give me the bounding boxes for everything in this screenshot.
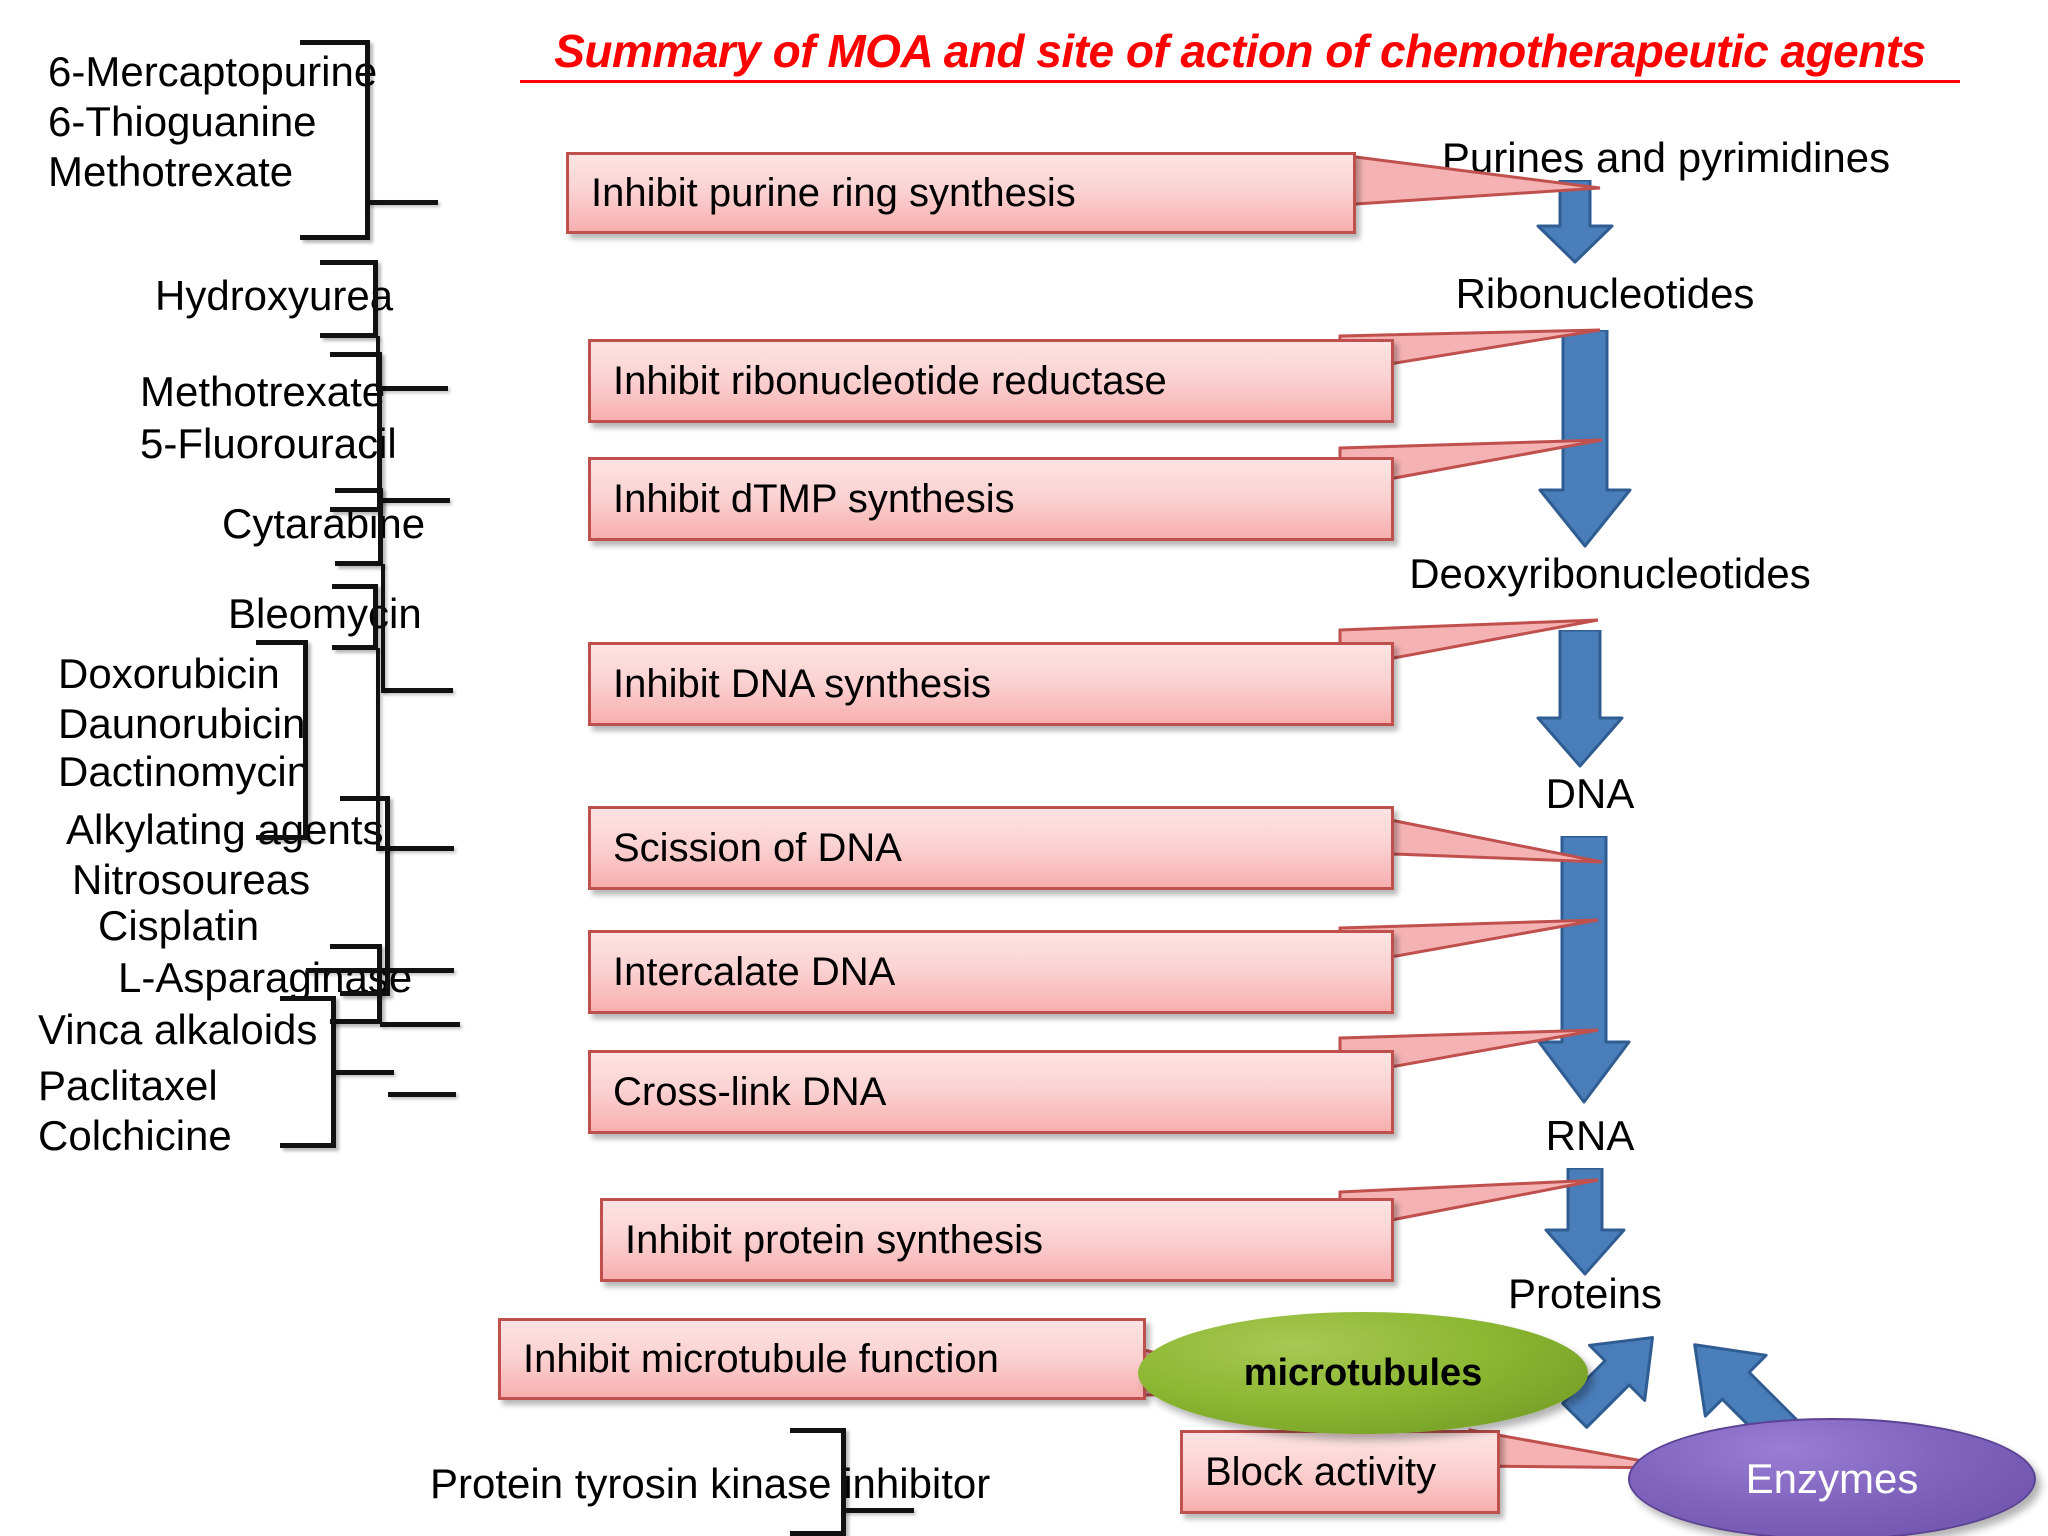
callout-label-cross-link-dna: Cross-link DNA bbox=[613, 1069, 887, 1114]
drug-label-colchicine: Colchicine bbox=[38, 1112, 232, 1159]
drug-label-nitrosoureas: Nitrosoureas bbox=[72, 856, 311, 903]
bracket-antimetabolites-purine bbox=[300, 40, 370, 240]
drug-label-doxorubicin: Doxorubicin bbox=[58, 650, 280, 697]
callout-label-dna-synthesis: Inhibit DNA synthesis bbox=[613, 661, 991, 706]
target-ellipse-microtubules[interactable]: microtubules bbox=[1138, 1312, 1588, 1434]
drug-label-6-thioguanine: 6-Thioguanine bbox=[48, 98, 317, 145]
connector-purine-ring bbox=[368, 200, 438, 205]
drug-label-alkylating-agents: Alkylating agents bbox=[66, 806, 384, 853]
connector-asparaginase bbox=[380, 1022, 460, 1027]
drug-label-dactinomycin: Dactinomycin bbox=[58, 748, 311, 795]
connector-tki bbox=[844, 1508, 914, 1513]
drug-label-methotrexate-2: Methotrexate bbox=[140, 368, 386, 415]
drug-label-paclitaxel: Paclitaxel bbox=[38, 1062, 218, 1109]
drug-label-daunorubicin: Daunorubicin bbox=[58, 700, 306, 747]
bracket-alkylators bbox=[340, 796, 390, 996]
callout-cross-link-dna[interactable]: Cross-link DNA bbox=[588, 1050, 1394, 1134]
callout-dtmp-synthesis[interactable]: Inhibit dTMP synthesis bbox=[588, 457, 1394, 541]
pathway-label-deoxyribonucleotides: Deoxyribonucleotides bbox=[1409, 550, 1811, 597]
bracket-tki bbox=[790, 1428, 846, 1536]
pathway-label-purines-pyrimidines: Purines and pyrimidines bbox=[1441, 134, 1891, 181]
callout-label-scission-dna: Scission of DNA bbox=[613, 825, 902, 870]
target-label-microtubules: microtubules bbox=[1243, 1351, 1483, 1394]
callout-intercalate-dna[interactable]: Intercalate DNA bbox=[588, 930, 1394, 1014]
drug-label-bleomycin: Bleomycin bbox=[228, 590, 422, 637]
arrow-rna-to-proteins bbox=[1544, 1168, 1626, 1276]
drug-label-cisplatin: Cisplatin bbox=[98, 902, 260, 949]
bracket-microtubule-agents bbox=[280, 996, 336, 1148]
drug-label-5-fluorouracil: 5-Fluorouracil bbox=[140, 420, 397, 467]
pathway-label-dna: DNA bbox=[1545, 770, 1635, 817]
drug-label-cytarabine: Cytarabine bbox=[222, 500, 426, 547]
callout-label-purine-ring: Inhibit purine ring synthesis bbox=[591, 170, 1076, 215]
callout-block-activity[interactable]: Block activity bbox=[1180, 1430, 1500, 1514]
drug-label-methotrexate-1: Methotrexate bbox=[48, 148, 294, 195]
callout-scission-dna[interactable]: Scission of DNA bbox=[588, 806, 1394, 890]
target-ellipse-enzymes[interactable]: Enzymes bbox=[1628, 1418, 2036, 1536]
drug-label-vinca-alkaloids: Vinca alkaloids bbox=[38, 1006, 318, 1053]
callout-label-block-activity: Block activity bbox=[1205, 1449, 1437, 1494]
bracket-cytarabine bbox=[335, 488, 383, 566]
drug-label-6-mercaptopurine: 6-Mercaptopurine bbox=[48, 48, 378, 95]
bracket-asparaginase bbox=[330, 944, 382, 1024]
connector-dtmp bbox=[380, 498, 450, 503]
bracket-anthracyclines bbox=[256, 640, 308, 840]
connector-alkylators bbox=[388, 1092, 456, 1097]
bracket-bleomycin bbox=[332, 584, 378, 650]
arrow-ribonucleotides-to-deoxyribonucleotides bbox=[1538, 330, 1632, 548]
pathway-label-rna: RNA bbox=[1545, 1112, 1635, 1159]
connector-cytarabine-stem bbox=[381, 564, 385, 692]
arrow-deoxyribonucleotides-to-dna bbox=[1536, 630, 1624, 768]
connector-hydroxyurea bbox=[376, 386, 448, 391]
callout-label-intercalate-dna: Intercalate DNA bbox=[613, 949, 896, 994]
drug-label-protein-tyrosin-kinase-inhibitor: Protein tyrosin kinase inhibitor bbox=[430, 1460, 991, 1507]
pathway-label-ribonucleotides: Ribonucleotides bbox=[1455, 270, 1755, 317]
connector-cytarabine bbox=[381, 688, 453, 693]
target-label-enzymes: Enzymes bbox=[1745, 1455, 1919, 1502]
callout-microtubule-function[interactable]: Inhibit microtubule function bbox=[498, 1318, 1146, 1400]
connector-microtubule-agents bbox=[334, 1070, 394, 1075]
callout-label-microtubule-function: Inhibit microtubule function bbox=[523, 1336, 999, 1381]
drug-label-hydroxyurea: Hydroxyurea bbox=[155, 272, 394, 319]
callout-label-ribonucleotide-reductase: Inhibit ribonucleotide reductase bbox=[613, 358, 1167, 403]
callout-purine-ring[interactable]: Inhibit purine ring synthesis bbox=[566, 152, 1356, 234]
pathway-label-proteins: Proteins bbox=[1507, 1270, 1663, 1317]
bracket-dtmp bbox=[330, 352, 382, 512]
callout-protein-synthesis[interactable]: Inhibit protein synthesis bbox=[600, 1198, 1394, 1282]
connector-bleomycin bbox=[376, 846, 454, 851]
arrow-dna-to-rna bbox=[1537, 836, 1631, 1104]
tail-purine-ring bbox=[1338, 153, 1601, 207]
bracket-hydroxyurea bbox=[320, 260, 378, 338]
connector-bleomycin-stem bbox=[376, 648, 380, 850]
callout-dna-synthesis[interactable]: Inhibit DNA synthesis bbox=[588, 642, 1394, 726]
callout-label-dtmp-synthesis: Inhibit dTMP synthesis bbox=[613, 476, 1015, 521]
callout-ribonucleotide-reductase[interactable]: Inhibit ribonucleotide reductase bbox=[588, 339, 1394, 423]
page-title: Summary of MOA and site of action of che… bbox=[520, 24, 1960, 83]
callout-label-protein-synthesis: Inhibit protein synthesis bbox=[625, 1217, 1044, 1262]
